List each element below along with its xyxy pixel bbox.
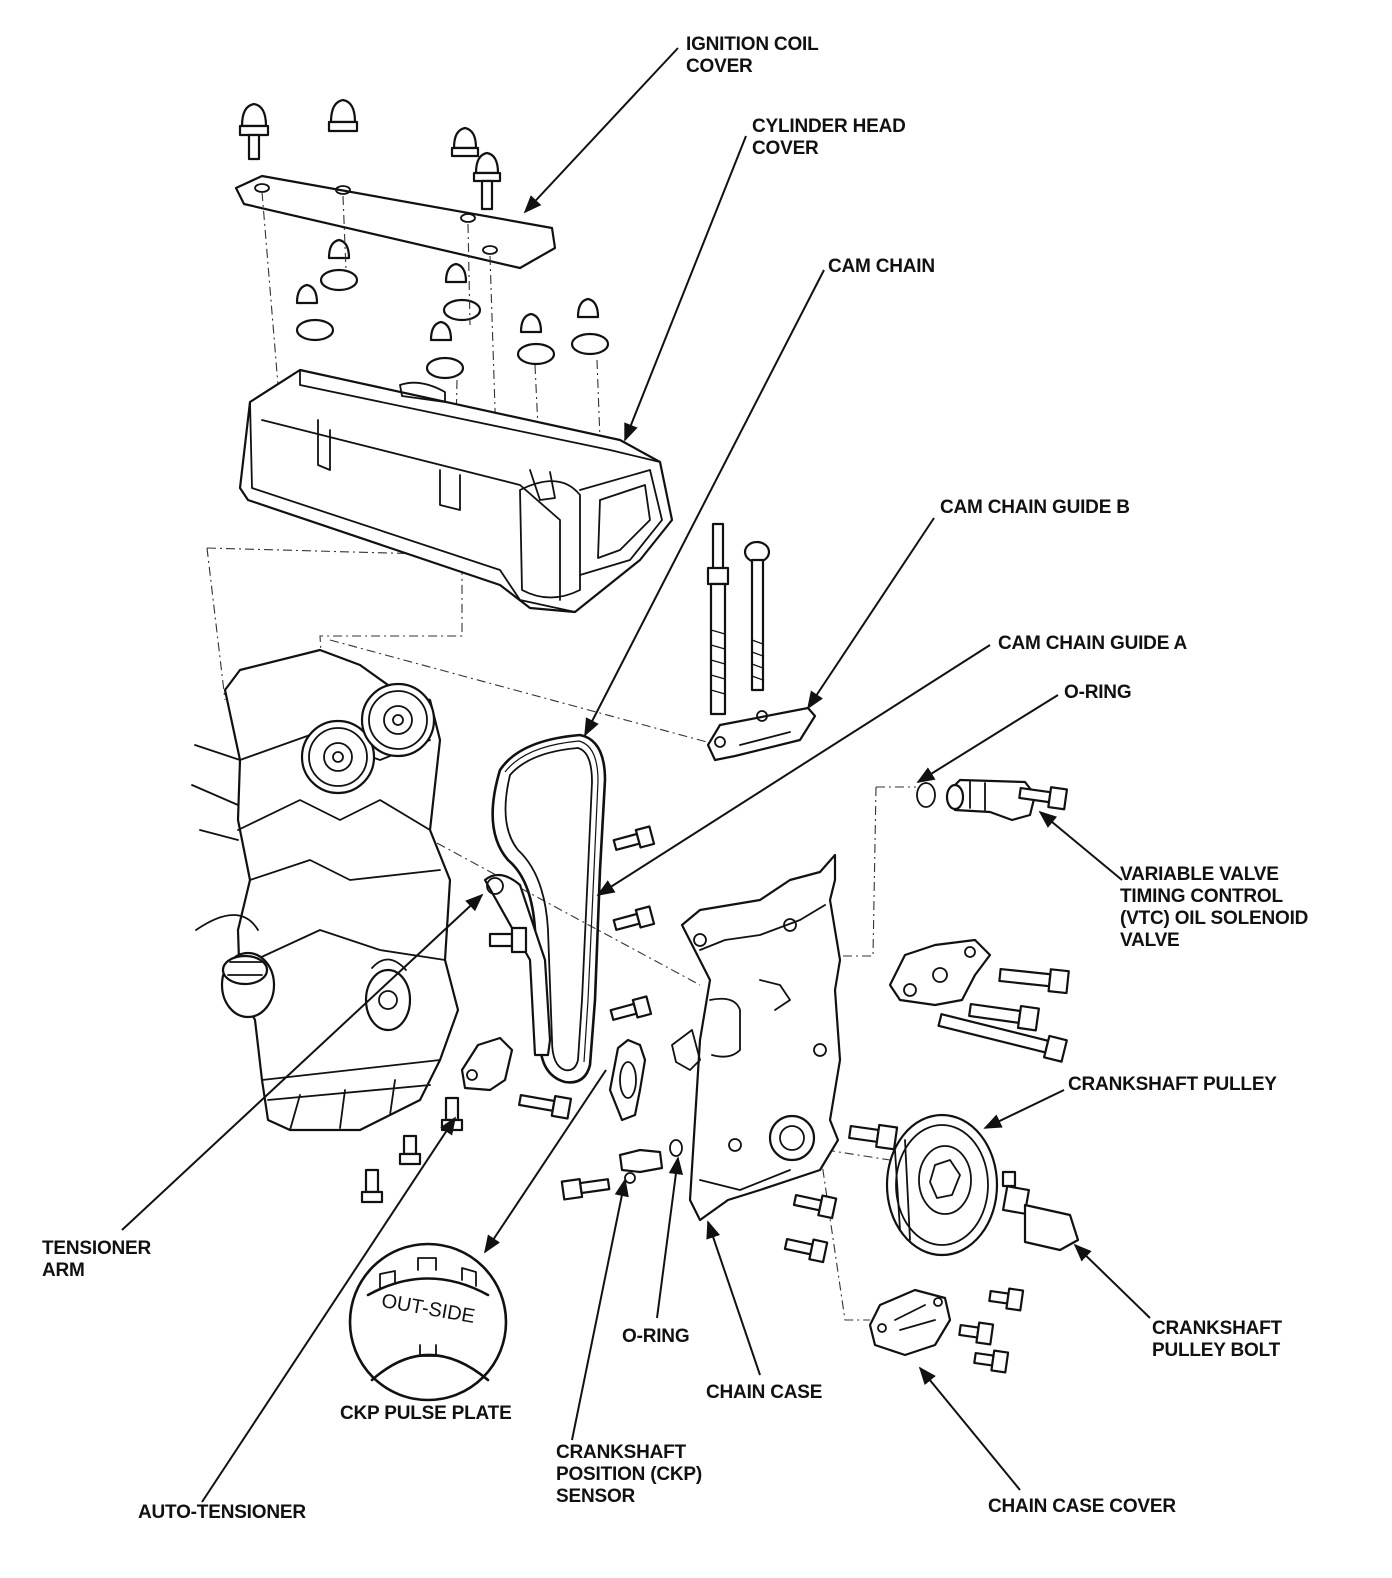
label-crankshaft-pulley: CRANKSHAFT PULLEY (1068, 1074, 1277, 1095)
cam-sprocket-exhaust (300, 719, 376, 795)
label-chain-case: CHAIN CASE (706, 1382, 823, 1403)
guide-a-bolts (488, 825, 656, 1021)
chain-case-bolts (783, 1194, 838, 1264)
cylinder-head-cover (238, 368, 674, 614)
engine-mount-bracket (888, 938, 992, 1007)
crankshaft-pulley-bolt-part (1001, 1170, 1080, 1252)
cam-chain (491, 733, 607, 1084)
label-cylinder-head-cover: CYLINDER HEAD COVER (752, 116, 906, 159)
coil-cover-bolts (238, 98, 502, 211)
label-vtc-valve: VARIABLE VALVE TIMING CONTROL (VTC) OIL … (1120, 864, 1309, 951)
oil-filter (220, 951, 276, 1019)
auto-tensioner-part (460, 1036, 573, 1120)
label-tensioner-arm: TENSIONER ARM (42, 1238, 152, 1281)
cam-sprocket-intake (360, 682, 436, 758)
label-o-ring-bottom: O-RING (622, 1326, 690, 1347)
head-cover-grommets (295, 238, 610, 380)
chain-case-part (671, 853, 842, 1222)
label-crankshaft-pulley-bolt: CRANKSHAFT PULLEY BOLT (1152, 1318, 1282, 1361)
guide-b-stud (706, 522, 730, 716)
pulley-side-bolt (848, 1123, 899, 1151)
mount-bolts (937, 967, 1070, 1063)
label-chain-case-cover: CHAIN CASE COVER (988, 1496, 1176, 1517)
pulse-plate-marking: OUT-SIDE (380, 1290, 477, 1328)
tensioner-body (364, 958, 412, 1032)
tensioner-arm-part (483, 873, 552, 1057)
label-ckp-sensor: CRANKSHAFT POSITION (CKP) SENSOR (556, 1442, 703, 1507)
vtc-solenoid-valve (916, 778, 1069, 822)
cam-chain-guide-b (706, 522, 817, 762)
pulse-plate-detail: OUT-SIDE (348, 1242, 508, 1402)
chain-case-cover-part (868, 1287, 1025, 1374)
label-cam-chain-guide-a: CAM CHAIN GUIDE A (998, 633, 1188, 654)
label-o-ring-top: O-RING (1064, 682, 1132, 703)
engine-block (191, 648, 464, 1204)
ckp-pulse-plate-part (608, 1038, 647, 1122)
label-cam-chain-guide-b: CAM CHAIN GUIDE B (940, 497, 1130, 518)
label-ignition-coil-cover: IGNITION COIL COVER (686, 34, 819, 77)
guide-b-long-bolt (743, 540, 771, 692)
ckp-sensor-part (560, 1139, 683, 1201)
label-cam-chain: CAM CHAIN (828, 256, 935, 277)
label-auto-tensioner: AUTO-TENSIONER (138, 1502, 306, 1523)
label-ckp-pulse-plate: CKP PULSE PLATE (340, 1403, 512, 1424)
ignition-coil-cover (234, 174, 557, 270)
crankshaft-pulley-part (885, 1113, 999, 1257)
leader-lines (121, 47, 1151, 1503)
